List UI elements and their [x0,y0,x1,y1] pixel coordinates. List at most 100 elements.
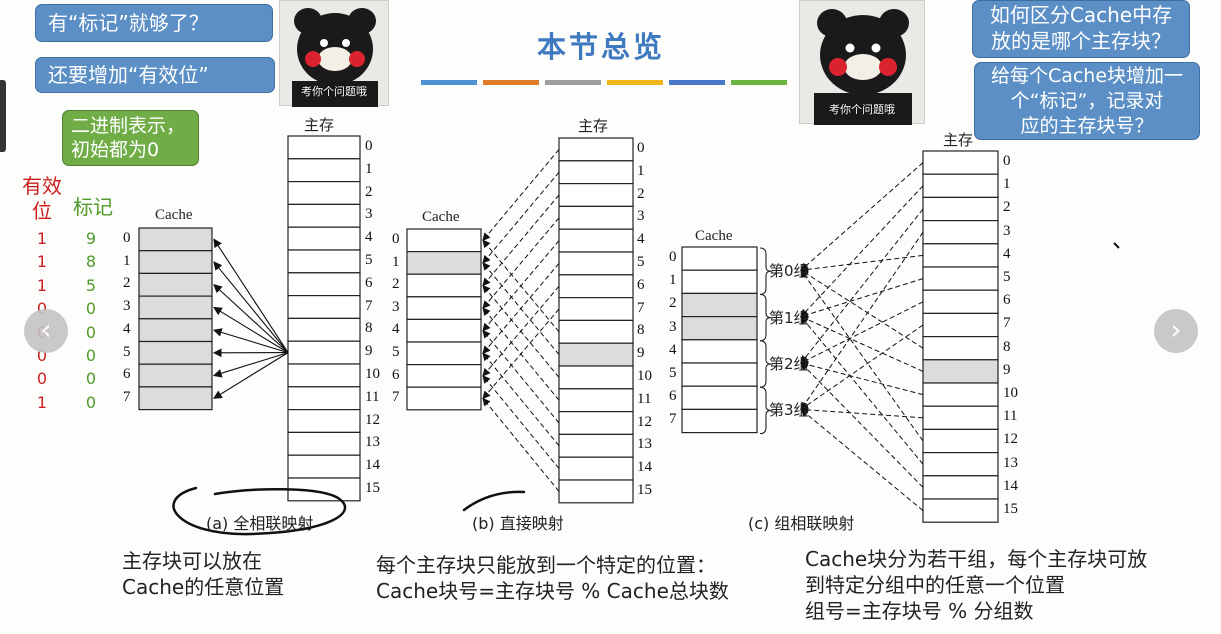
a-mapping-arrow [212,328,289,354]
tag-value: 0 [85,322,97,342]
c-memory-index: 2 [1003,199,1011,216]
c-memory-block [922,475,999,500]
c-mapping-arrow [800,315,924,372]
a-memory-block [287,249,361,274]
c-memory-index: 14 [1003,477,1018,494]
next-slide-button[interactable]: › [1154,309,1198,353]
b-memory-block [558,365,634,390]
bear-illustration-right [814,9,912,125]
c-memory-block [922,359,999,384]
cache-label-c: Cache [695,228,733,244]
a-cache-index: 6 [123,366,131,383]
a-memory-index: 2 [365,183,373,200]
mascot-left: 考你个问题哦 [279,0,389,107]
a-mapping-arrow [212,352,289,378]
a-cache-block [138,272,213,297]
c-cache-block [681,339,758,364]
c-cache-index: 4 [669,341,677,358]
valid-bit-header: 有效 位 [16,174,68,224]
a-memory-index: 1 [365,160,373,177]
prev-slide-button[interactable]: ‹ [24,309,68,353]
answer-line3: 应的主存块号？ [1020,115,1154,137]
caption-set-associative: (c) 组相联映射 [748,514,855,533]
b-cache-block [406,228,482,253]
c-cache-block [681,246,758,271]
b-cache-index: 0 [392,231,400,247]
question-bubble-tag-enough: 有“标记”就够了？ [35,4,273,42]
b-memory-block [558,388,634,413]
c-mapping-arrow [800,269,924,442]
c-memory-index: 13 [1003,454,1018,471]
underline-stripe [607,80,663,85]
c-mapping-arrow [800,360,924,396]
note-a-line1: 主存块可以放在 [122,549,262,573]
bear-illustration-left [292,8,378,107]
valid-bit-header-line2: 位 [32,199,52,223]
c-memory-block [922,312,999,338]
a-mapping-arrow [213,306,289,354]
b-memory-index: 2 [637,185,645,202]
b-memory-block [558,411,634,436]
b-memory-index: 13 [637,436,652,453]
c-cache-index: 0 [669,249,677,265]
b-memory-block [558,456,634,481]
c-mapping-arrow [800,162,924,271]
a-memory-block [287,226,361,251]
tag-value: 0 [85,299,97,319]
c-memory-block [922,266,999,291]
cache-label-b: Cache [422,209,460,225]
b-cache-block [406,364,482,388]
c-cache-block [681,316,758,341]
c-memory-block [922,196,999,222]
b-memory-index: 6 [637,276,645,293]
c-cache-index: 2 [669,295,677,312]
b-mapping-arrow [482,329,560,424]
a-cache-block [138,318,213,343]
question-line2: 放的是哪个主存块？ [991,29,1171,53]
tag-value: 0 [85,369,97,389]
c-cache-index: 3 [669,318,677,335]
b-memory-index: 12 [637,413,652,430]
b-memory-block [558,297,634,322]
mascot-right: 考你个问题哦 [799,0,925,125]
b-memory-block [558,319,634,344]
answer-line2: 个“标记”，记录对 [1010,90,1164,112]
c-memory-block [922,150,999,175]
c-mapping-arrow [800,408,924,511]
a-cache-block [138,340,213,365]
a-cache-block [138,363,213,388]
tag-value: 8 [85,252,97,272]
a-cache-block [138,386,213,411]
c-memory-block [922,289,999,315]
c-cache-block [681,362,758,387]
underline-stripe [731,80,787,85]
a-mapping-arrow [213,284,289,354]
valid-bit-value: 0 [36,346,48,365]
a-mapping-arrow [213,238,289,353]
cache-label-a: Cache [155,207,193,223]
c-group-brace [759,386,772,435]
b-mapping-arrow [482,352,560,447]
b-cache-index: 7 [392,389,400,406]
b-mapping-arrow [482,171,560,264]
note-set-associative: Cache块分为若干组，每个主存块可放 到特定分组中的任意一个位置 组号=主存块… [805,546,1147,624]
a-memory-index: 11 [365,388,380,405]
a-cache-block [138,227,213,252]
caption-fully-associative: (a) 全相联映射 [206,514,314,533]
c-memory-index: 9 [1003,361,1011,378]
b-mapping-arrow [482,149,560,242]
b-cache-block [406,296,482,320]
a-memory-block [287,454,361,479]
chevron-right-icon: › [1170,313,1182,346]
a-cache-index: 4 [123,320,131,337]
note-c-line2: 到特定分组中的任意一个位置 [805,573,1065,597]
b-mapping-arrow [482,194,560,287]
c-memory-index: 15 [1003,501,1018,517]
side-handle[interactable] [0,80,6,152]
b-mapping-arrow [482,307,560,401]
c-mapping-arrow [800,269,924,349]
b-cache-block [406,318,482,343]
a-memory-index: 5 [365,252,373,268]
b-cache-index: 4 [392,321,400,338]
c-group-label: 第1组 [769,308,809,327]
